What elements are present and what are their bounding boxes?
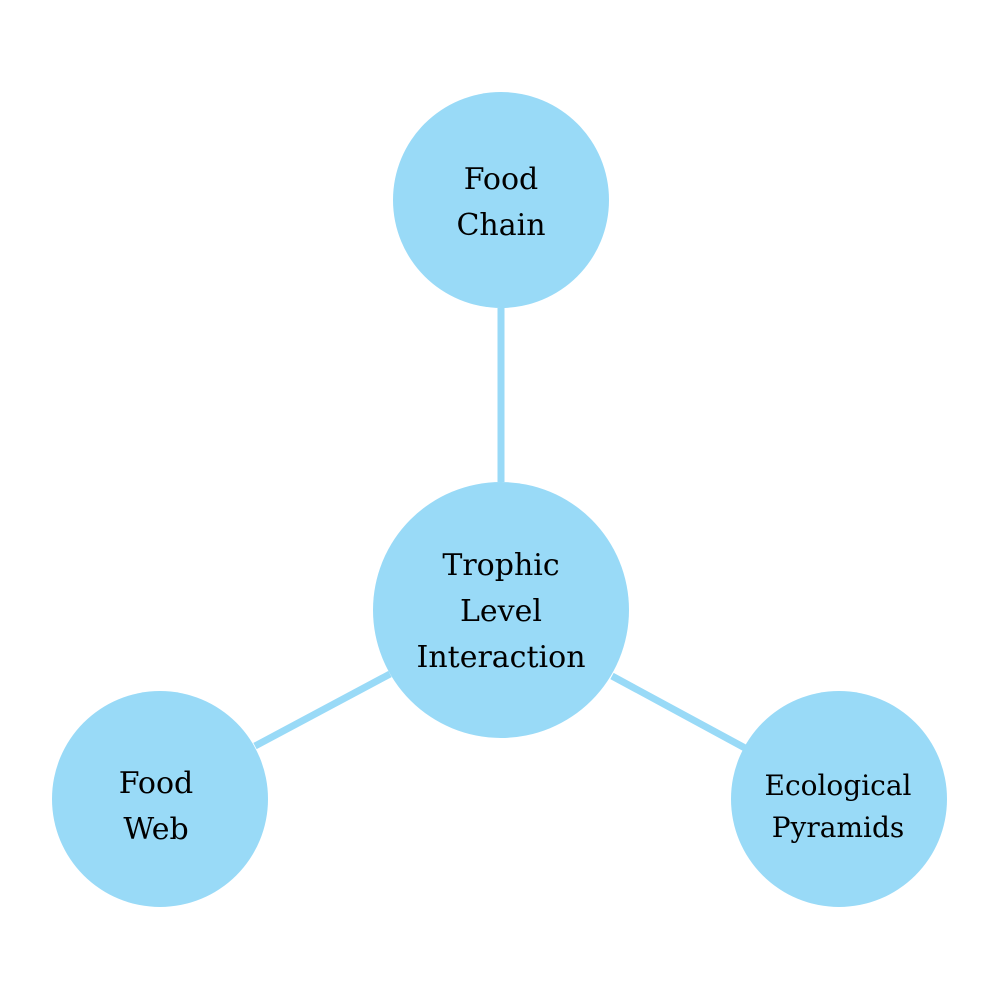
node-left-line-2: Web (123, 812, 188, 847)
node-top-line-2: Chain (456, 208, 545, 243)
node-center: Trophic Level Interaction (373, 482, 629, 738)
node-top: Food Chain (393, 92, 609, 308)
edge-center-left (253, 670, 392, 750)
node-center-line-3: Interaction (416, 640, 585, 675)
node-center-line-1: Trophic (442, 548, 559, 583)
node-center-line-2: Level (460, 594, 542, 629)
node-right-line-2: Pyramids (772, 811, 905, 844)
node-right: Ecological Pyramids (731, 691, 947, 907)
node-left: Food Web (52, 691, 268, 907)
node-left-line-1: Food (119, 766, 194, 801)
edge-center-right (610, 672, 747, 752)
node-right-line-1: Ecological (765, 769, 912, 802)
node-top-line-1: Food (464, 162, 539, 197)
